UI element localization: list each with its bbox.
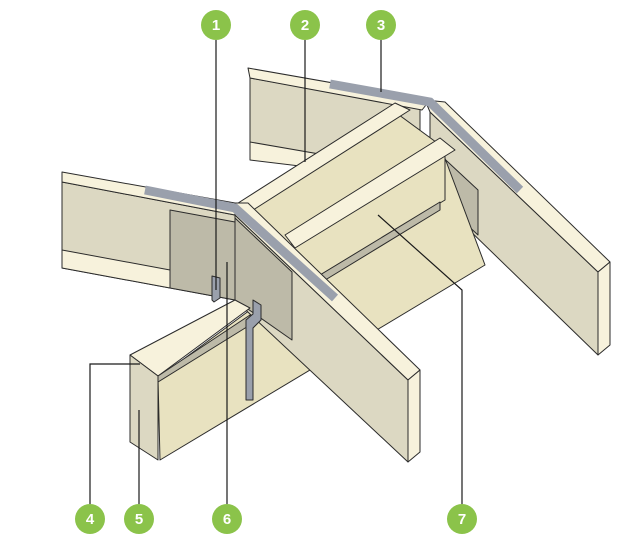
callout-4: 4 bbox=[75, 504, 105, 534]
callout-3: 3 bbox=[366, 10, 396, 40]
front-right-beam-end bbox=[407, 369, 421, 463]
middle-joist-top bbox=[284, 137, 456, 249]
front-left-beam-shaded bbox=[169, 209, 236, 301]
callout-5: 5 bbox=[124, 504, 154, 534]
callout-6: 6 bbox=[212, 504, 242, 534]
hanger-6 bbox=[245, 299, 262, 401]
strap-right bbox=[329, 79, 524, 194]
front-right-beam-shaded bbox=[234, 217, 293, 341]
front-left-beam-flange bbox=[61, 249, 171, 289]
callout-2: 2 bbox=[290, 10, 320, 40]
leader-7 bbox=[377, 214, 463, 504]
front-beam-end bbox=[129, 354, 159, 461]
right-beam-end bbox=[597, 261, 611, 356]
leader-4 bbox=[89, 363, 140, 504]
callout-1: 1 bbox=[201, 10, 231, 40]
strap-left bbox=[144, 185, 339, 302]
callout-7: 7 bbox=[447, 504, 477, 534]
